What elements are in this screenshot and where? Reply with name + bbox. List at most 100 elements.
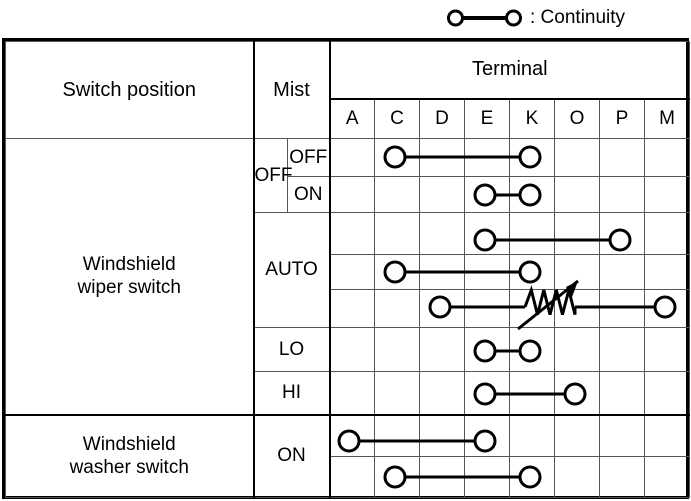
mist-sub-on: ON <box>286 176 331 213</box>
cell-hi-M <box>644 371 691 415</box>
cell-off-on-E <box>464 176 511 213</box>
header-switch-position: Switch position <box>5 41 255 139</box>
table-row-hi: HI <box>6 371 691 415</box>
cell-auto2-P <box>599 254 646 290</box>
cell-auto3-A <box>329 289 376 328</box>
cell-washer2-D <box>419 456 466 498</box>
table-row-off-off: Windshield wiper switch OFF OFF <box>5 138 691 415</box>
cell-washer1-D <box>419 413 466 457</box>
table-row-washer-2 <box>6 456 691 498</box>
cell-off-on-P <box>599 176 646 213</box>
washer-line-2: washer switch <box>69 457 189 479</box>
wiper-line-2: wiper switch <box>77 277 181 299</box>
cell-off-on-K <box>509 176 556 213</box>
cell-auto2-K <box>509 254 556 290</box>
cell-washer2-E <box>464 456 511 498</box>
cell-auto2-O <box>554 254 601 290</box>
cell-off-off-A <box>329 138 376 177</box>
mist-hi: HI <box>252 371 331 415</box>
cell-auto1-C <box>374 212 421 255</box>
cell-lo-A <box>329 327 376 372</box>
cell-washer1-M <box>644 413 691 457</box>
cell-auto2-D <box>419 254 466 290</box>
cell-auto3-K <box>509 289 556 328</box>
header-row-terminals: A C D E K O P M <box>6 98 691 139</box>
mist-washer-on: ON <box>252 413 331 498</box>
mist-off: OFF <box>253 138 293 213</box>
legend-wire <box>463 16 506 20</box>
header-mist: Mist <box>252 41 331 139</box>
cell-washer1-K <box>509 413 556 457</box>
row-label-wiper-switch: Windshield wiper switch <box>5 138 255 415</box>
cell-off-on-C <box>374 176 421 213</box>
continuity-symbol-icon <box>447 6 522 30</box>
legend-label: : Continuity <box>530 7 626 28</box>
cell-washer2-A <box>329 456 376 498</box>
cell-auto1-D <box>419 212 466 255</box>
cell-lo-O <box>554 327 601 372</box>
header-row-top: Switch position Mist Terminal <box>5 41 691 139</box>
mist-sub-off: OFF <box>286 138 331 177</box>
legend: : Continuity <box>447 3 625 33</box>
cell-lo-P <box>599 327 646 372</box>
cell-auto1-P <box>599 212 646 255</box>
cell-washer2-O <box>554 456 601 498</box>
cell-auto2-C <box>374 254 421 290</box>
cell-off-on-O <box>554 176 601 213</box>
table-row-off-on: ON <box>6 176 691 213</box>
cell-washer1-C <box>374 413 421 457</box>
cell-washer1-O <box>554 413 601 457</box>
cell-hi-P <box>599 371 646 415</box>
cell-lo-C <box>374 327 421 372</box>
cell-off-off-C <box>374 138 421 177</box>
cell-washer2-M <box>644 456 691 498</box>
cell-auto2-A <box>329 254 376 290</box>
cell-washer2-C <box>374 456 421 498</box>
cell-auto1-M <box>644 212 691 255</box>
header-terminal-c: C <box>374 98 421 139</box>
washer-line-1: Windshield <box>82 433 176 455</box>
legend-node-right <box>505 9 522 27</box>
header-terminal-m: M <box>644 98 691 139</box>
header-terminal-o: O <box>554 98 601 139</box>
cell-auto1-E <box>464 212 511 255</box>
cell-auto3-O <box>554 289 601 328</box>
cell-off-off-M <box>644 138 691 177</box>
cell-off-off-D <box>419 138 466 177</box>
row-label-washer-switch: Windshield washer switch <box>5 413 255 498</box>
cell-off-off-E <box>464 138 511 177</box>
cell-washer2-P <box>599 456 646 498</box>
cell-hi-C <box>374 371 421 415</box>
cell-auto3-D <box>419 289 466 328</box>
cell-hi-E <box>464 371 511 415</box>
cell-hi-A <box>329 371 376 415</box>
header-terminal-e: E <box>464 98 511 139</box>
wiper-line-1: Windshield <box>82 253 176 275</box>
cell-hi-K <box>509 371 556 415</box>
cell-off-on-M <box>644 176 691 213</box>
cell-lo-K <box>509 327 556 372</box>
cell-washer1-E <box>464 413 511 457</box>
cell-auto3-M <box>644 289 691 328</box>
cell-auto1-K <box>509 212 556 255</box>
cell-lo-M <box>644 327 691 372</box>
cell-auto3-P <box>599 289 646 328</box>
header-terminal-d: D <box>419 98 466 139</box>
cell-off-off-P <box>599 138 646 177</box>
cell-off-off-O <box>554 138 601 177</box>
legend-node-left <box>447 9 464 27</box>
cell-auto1-O <box>554 212 601 255</box>
grid: Switch position Mist Terminal A C D E K … <box>5 41 691 498</box>
mist-lo: LO <box>252 327 331 372</box>
header-terminal-a: A <box>329 98 376 139</box>
mist-auto: AUTO <box>252 212 331 328</box>
cell-auto3-C <box>374 289 421 328</box>
cell-auto1-A <box>329 212 376 255</box>
cell-auto3-E <box>464 289 511 328</box>
cell-lo-E <box>464 327 511 372</box>
cell-off-on-A <box>329 176 376 213</box>
cell-off-off-K <box>509 138 556 177</box>
cell-washer1-P <box>599 413 646 457</box>
cell-off-on-D <box>419 176 466 213</box>
